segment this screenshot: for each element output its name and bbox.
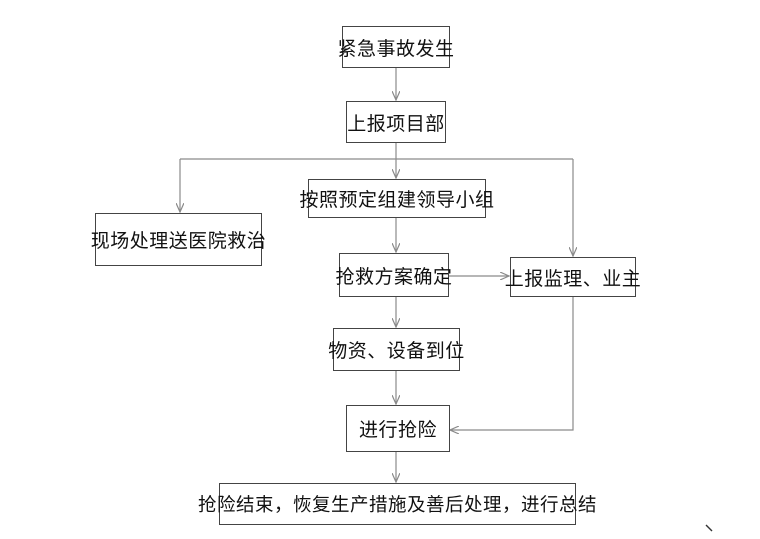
node-materials-equipment-ready: 物资、设备到位 xyxy=(328,328,464,371)
node-rescue-plan-confirmed: 抢救方案确定 xyxy=(336,253,452,297)
node-onsite-treatment-hospital: 现场处理送医院救治 xyxy=(91,213,266,266)
node-repair-conclusion: 抢险结束，恢复生产措施及善后处理，进行总结 xyxy=(198,483,597,525)
edge-report-supervisor-to-emergency-repair xyxy=(450,297,574,430)
node-report-supervisor-owner: 上报监理、业主 xyxy=(505,257,641,297)
node-report-project-dept: 上报项目部 xyxy=(346,101,446,143)
node-emergency-repair: 进行抢险 xyxy=(346,405,450,452)
node-form-leader-group: 按照预定组建领导小组 xyxy=(300,179,494,218)
node-accident-occurs: 紧急事故发生 xyxy=(338,26,454,68)
stray-mark xyxy=(705,524,713,532)
